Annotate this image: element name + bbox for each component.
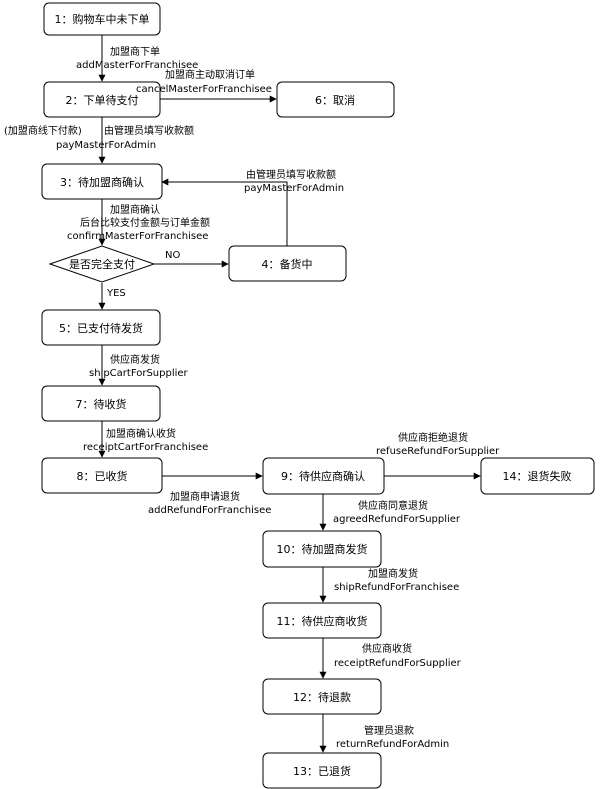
node-2-label: 2：下单待支付 — [66, 93, 139, 107]
label-e4-3-cn: 由管理员填写收款额 — [246, 168, 336, 181]
edge-n4-n3 — [161, 178, 288, 246]
label-no: NO — [165, 250, 180, 261]
label-e9-10: 供应商同意退货 agreedRefundForSupplier — [333, 499, 461, 525]
label-e12-13-fn: returnRefundForAdmin — [336, 739, 449, 750]
label-e7-8-fn: receiptCartForFranchisee — [83, 442, 208, 453]
label-e4-3-fn: payMasterForAdmin — [244, 183, 344, 194]
node-7-awaiting-receipt: 7：待收货 — [41, 385, 161, 422]
label-e11-12-fn: receiptRefundForSupplier — [334, 658, 462, 669]
label-e4-3: 由管理员填写收款额 payMasterForAdmin — [244, 168, 344, 194]
label-e5-7-fn: shipCartForSupplier — [89, 368, 189, 379]
label-e7-8-cn: 加盟商确认收货 — [106, 427, 176, 440]
node-3-awaiting-confirm: 3：待加盟商确认 — [41, 163, 163, 200]
label-yes: YES — [106, 288, 126, 299]
label-e1-2-cn: 加盟商下单 — [110, 45, 160, 58]
label-e2-3-fn: payMasterForAdmin — [56, 140, 156, 151]
label-e8-9-cn: 加盟商申请退货 — [170, 490, 240, 503]
node-6-cancelled: 6：取消 — [276, 81, 395, 118]
node-13-label: 13：已退货 — [293, 764, 351, 778]
node-12-awaiting-refund: 12：待退款 — [262, 678, 382, 715]
label-e11-12: 供应商收货 receiptRefundForSupplier — [334, 642, 462, 669]
label-e1-2: 加盟商下单 addMasterForFranchisee — [76, 45, 198, 71]
label-e10-11-cn: 加盟商发货 — [368, 567, 418, 580]
label-e9-14-cn: 供应商拒绝退货 — [398, 431, 468, 444]
label-e8-9: 加盟商申请退货 addRefundForFranchisee — [148, 490, 271, 516]
label-e7-8: 加盟商确认收货 receiptCartForFranchisee — [83, 427, 208, 453]
node-13-refunded: 13：已退货 — [262, 752, 382, 789]
decision-fully-paid: 是否完全支付 — [48, 245, 156, 283]
label-e3-d-cn2: 后台比较支付金额与订单金额 — [80, 216, 210, 229]
label-e9-10-cn: 供应商同意退货 — [358, 499, 428, 512]
label-e2-6: 加盟商主动取消订单 cancelMasterForFranchisee — [136, 68, 272, 95]
label-e3-d-cn1: 加盟商确认 — [110, 203, 160, 216]
node-5-label: 5：已支付待发货 — [59, 321, 143, 335]
node-9-awaiting-supplier-confirm: 9：待供应商确认 — [262, 457, 385, 495]
node-5-paid-awaiting-ship: 5：已支付待发货 — [41, 309, 161, 346]
node-4-label: 4：备货中 — [262, 257, 313, 271]
label-e9-14: 供应商拒绝退货 refuseRefundForSupplier — [376, 431, 500, 457]
label-e5-7: 供应商发货 shipCartForSupplier — [89, 353, 189, 379]
node-9-label: 9：待供应商确认 — [281, 469, 365, 483]
node-10-awaiting-franchisee-ship: 10：待加盟商发货 — [262, 530, 382, 568]
label-e2-6-fn: cancelMasterForFranchisee — [136, 84, 272, 95]
node-8-received: 8：已收货 — [41, 457, 163, 494]
decision-label: 是否完全支付 — [69, 257, 135, 271]
node-14-refund-failed: 14：退货失败 — [480, 457, 595, 495]
label-e9-14-fn: refuseRefundForSupplier — [376, 446, 500, 457]
node-4-preparing: 4：备货中 — [228, 245, 347, 282]
node-12-label: 12：待退款 — [293, 690, 351, 704]
node-2-pending-payment: 2：下单待支付 — [43, 81, 161, 118]
label-e12-13-cn: 管理员退款 — [364, 724, 414, 737]
node-1-label: 1：购物车中未下单 — [55, 12, 150, 26]
node-7-label: 7：待收货 — [76, 397, 127, 411]
label-e10-11: 加盟商发货 shipRefundForFranchisee — [334, 567, 459, 593]
label-e2-6-cn: 加盟商主动取消订单 — [165, 68, 255, 81]
label-e8-9-fn: addRefundForFranchisee — [148, 505, 271, 516]
label-e1-2-fn: addMasterForFranchisee — [76, 60, 198, 71]
label-e12-13: 管理员退款 returnRefundForAdmin — [336, 724, 449, 750]
label-e3-d-fn: confirmMasterForFranchisee — [67, 231, 208, 242]
label-e2-3: (加盟商线下付款) 由管理员填写收款额 payMasterForAdmin — [4, 124, 194, 151]
node-10-label: 10：待加盟商发货 — [277, 542, 368, 556]
label-e2-3-cn: 由管理员填写收款额 — [104, 124, 194, 137]
node-11-awaiting-supplier-receipt: 11：待供应商收货 — [262, 602, 382, 639]
node-1-cart: 1：购物车中未下单 — [43, 2, 161, 36]
node-14-label: 14：退货失败 — [503, 469, 572, 483]
label-e9-10-fn: agreedRefundForSupplier — [333, 514, 461, 525]
node-8-label: 8：已收货 — [77, 469, 128, 483]
label-e5-7-cn: 供应商发货 — [110, 353, 160, 366]
label-e10-11-fn: shipRefundForFranchisee — [334, 582, 459, 593]
node-3-label: 3：待加盟商确认 — [60, 175, 144, 189]
label-e11-12-cn: 供应商收货 — [362, 642, 412, 655]
node-11-label: 11：待供应商收货 — [277, 614, 368, 628]
node-6-label: 6：取消 — [315, 93, 355, 107]
label-e3-d: 加盟商确认 后台比较支付金额与订单金额 confirmMasterForFran… — [67, 203, 210, 242]
label-e2-3-offline: (加盟商线下付款) — [4, 124, 82, 137]
